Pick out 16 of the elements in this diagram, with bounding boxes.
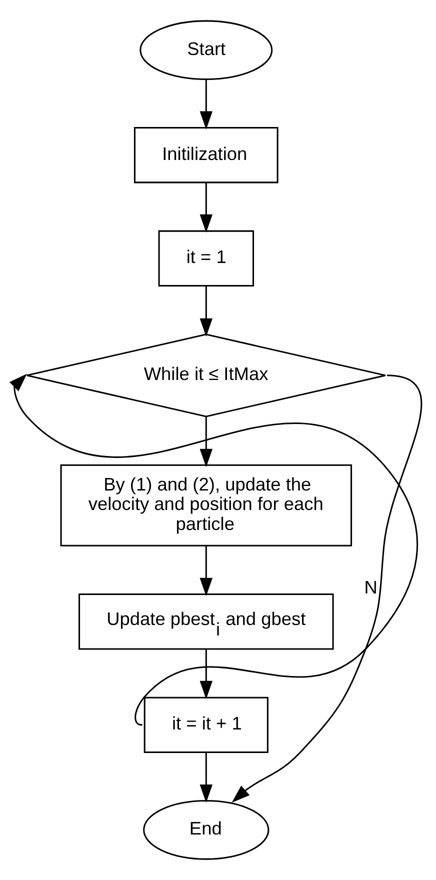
node-box: Initilization (134, 126, 278, 184)
node-box: it = 1 (158, 230, 254, 287)
edge-label: N (364, 576, 378, 598)
arrow (200, 752, 213, 803)
node-diamond: While it ≤ ItMax (26, 334, 386, 418)
node-box: it = it + 1 (144, 696, 268, 754)
arrow (200, 286, 213, 337)
arrow (232, 374, 422, 803)
arrow (200, 417, 213, 468)
arrow (200, 649, 213, 700)
arrow (200, 546, 213, 596)
arrow (200, 79, 213, 130)
node-box: By (1) and (2), update the velocity and position for each particle (60, 464, 352, 546)
node-ellipse: Start (140, 20, 273, 80)
arrow (200, 182, 213, 233)
node-ellipse: End (143, 800, 270, 860)
